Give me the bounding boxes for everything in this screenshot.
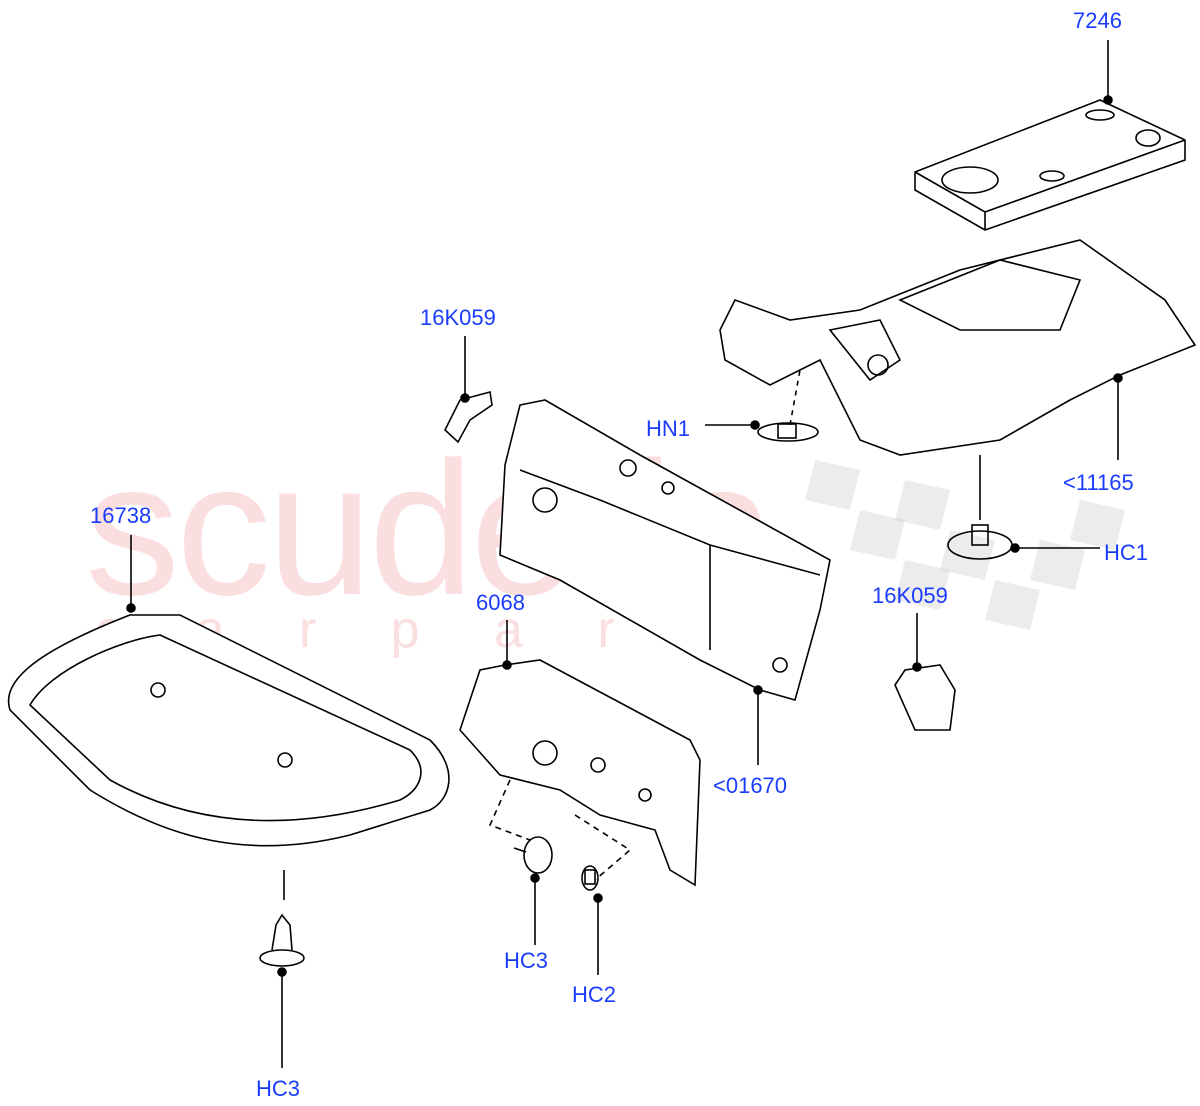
part-HC3-clip-mid bbox=[513, 836, 553, 874]
callout-HC3-bottom[interactable]: HC3 bbox=[256, 1076, 301, 1101]
callout-7246[interactable]: 7246 bbox=[1073, 8, 1122, 33]
callout-HC2[interactable]: HC2 bbox=[572, 982, 617, 1007]
callout-6068[interactable]: 6068 bbox=[476, 590, 525, 615]
callout-16738[interactable]: 16738 bbox=[90, 503, 152, 528]
callout-16K059-right[interactable]: 16K059 bbox=[872, 583, 948, 608]
part-HC2-nut bbox=[581, 865, 599, 891]
callout-HC1[interactable]: HC1 bbox=[1104, 540, 1149, 565]
part-7246-pad bbox=[914, 99, 1186, 231]
leader-lines bbox=[126, 40, 1123, 1068]
part-HC3-clip-bottom bbox=[259, 870, 305, 967]
callout-16K059-top[interactable]: 16K059 bbox=[420, 305, 496, 330]
part-16K059-clip-top bbox=[444, 390, 493, 444]
watermark-checker bbox=[805, 460, 1125, 630]
callout-HN1[interactable]: HN1 bbox=[646, 416, 691, 441]
part-6068-insulator bbox=[459, 659, 701, 887]
part-16K059-clip-right bbox=[894, 664, 956, 731]
callout-11165[interactable]: <11165 bbox=[1063, 470, 1134, 495]
part-HN1-nut bbox=[757, 369, 819, 442]
part-01670-dash-panel bbox=[499, 399, 831, 701]
callout-HC3-mid[interactable]: HC3 bbox=[504, 948, 549, 973]
callout-01670[interactable]: <01670 bbox=[713, 773, 788, 798]
part-16738-shield bbox=[7, 614, 450, 847]
